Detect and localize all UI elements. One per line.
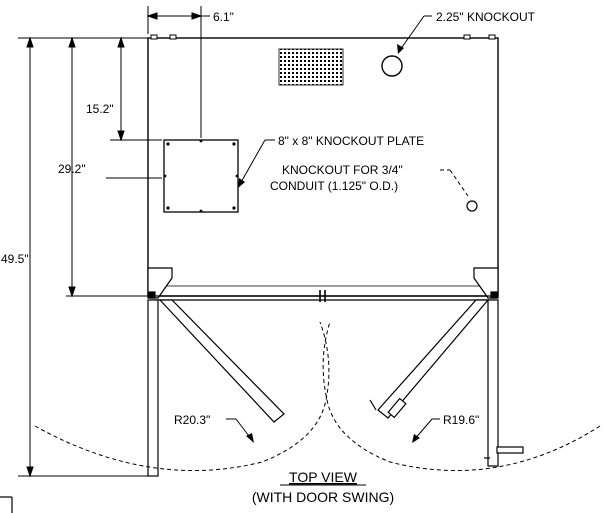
- round-knockout-2-25: [381, 55, 403, 77]
- vent-grille: [278, 48, 344, 86]
- dimension-6-1-label: 6.1": [213, 10, 234, 24]
- dimension-15-2: [110, 36, 162, 142]
- callout-radius-left-leader: [226, 418, 254, 443]
- knockout-plate: [163, 139, 239, 213]
- door-frame: [147, 290, 499, 477]
- callout-knockout-label: 2.25" KNOCKOUT: [436, 10, 536, 24]
- callout-plate-label: 8" x 8" KNOCKOUT PLATE: [278, 134, 424, 148]
- view-subtitle: (WITH DOOR SWING): [252, 489, 394, 505]
- right-door: [369, 299, 524, 459]
- callout-plate-leader: [238, 139, 275, 188]
- callout-conduit-line1: KNOCKOUT FOR 3/4": [282, 163, 403, 177]
- callout-conduit-line2: CONDUIT (1.125" O.D.): [270, 179, 398, 193]
- conduit-knockout: [466, 200, 478, 212]
- callout-radius-right-label: R19.6": [443, 413, 479, 427]
- left-door: [158, 299, 285, 423]
- callout-radius-left-label: R20.3": [174, 413, 210, 427]
- callout-conduit-leader: [440, 169, 469, 197]
- dimension-49-5: [18, 36, 148, 478]
- top-tabs: [150, 34, 496, 40]
- corner-gussets: [147, 267, 499, 299]
- dimension-49-5-label: 49.5": [1, 252, 29, 266]
- corner-mark: [0, 496, 13, 513]
- view-title: TOP VIEW: [289, 469, 358, 485]
- dimension-6-1: [146, 6, 210, 138]
- dimension-15-2-label: 15.2": [86, 102, 114, 116]
- callout-radius-right-leader: [412, 418, 440, 443]
- callout-knockout-leader: [397, 15, 432, 54]
- dimension-29-2-label: 29.2": [58, 162, 86, 176]
- door-swing-arcs: [34, 321, 601, 472]
